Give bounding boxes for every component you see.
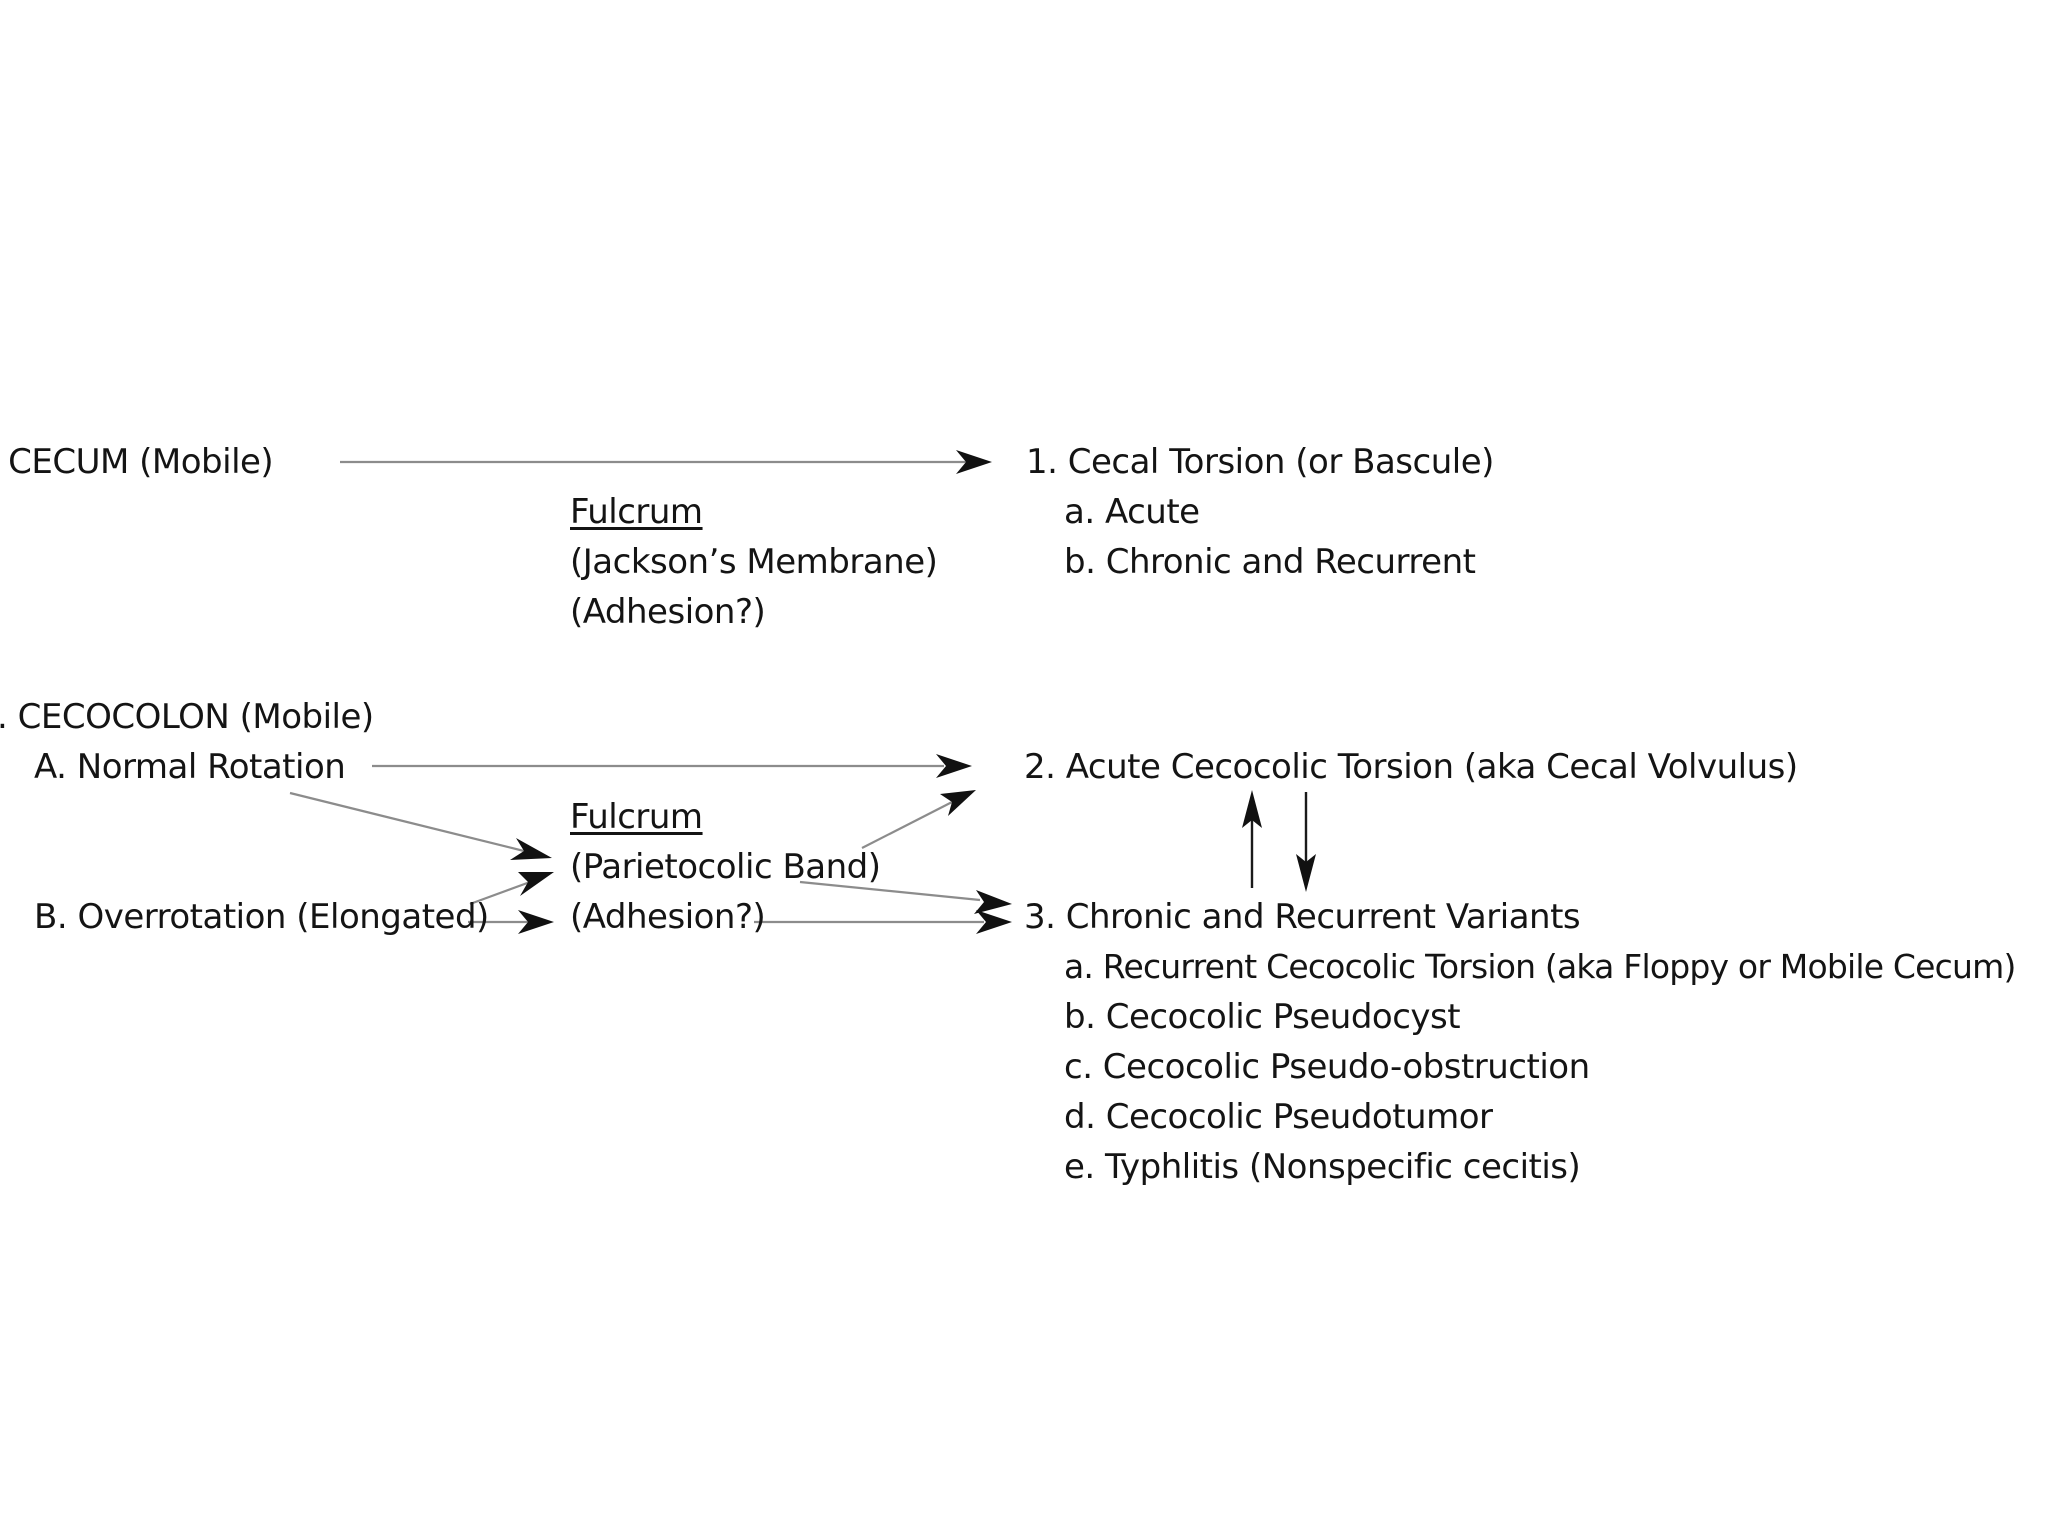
outcome-3-title: 3. Chronic and Recurrent Variants	[1024, 897, 1581, 937]
arrowhead-normal-to-fulcrum	[510, 838, 552, 860]
section-1-heading: I. CECUM (Mobile)	[0, 442, 274, 482]
section-2-heading: II. CECOCOLON (Mobile)	[0, 697, 374, 737]
fulcrum-1-line2: (Adhesion?)	[570, 592, 766, 632]
arrow-fulcrum-to-acute	[861, 799, 957, 849]
outcome-3-item-a: a. Recurrent Cecocolic Torsion (aka Flop…	[1064, 947, 2016, 986]
arrowhead-fulcrum-to-chronic-upper	[974, 890, 1012, 914]
outcome-3-item-e: e. Typhlitis (Nonspecific cecitis)	[1064, 1147, 1581, 1187]
arrowhead-acute-to-chronic	[1296, 854, 1316, 892]
outcome-1-item-b: b. Chronic and Recurrent	[1064, 542, 1476, 582]
fulcrum-2-line1: (Parietocolic Band)	[570, 847, 881, 887]
arrowhead-over-to-fulcrum-lower	[518, 910, 554, 934]
fulcrum-1-line1: (Jackson’s Membrane)	[570, 542, 938, 582]
overrotation-label: B. Overrotation (Elongated)	[34, 897, 489, 937]
arrowhead-fulcrum-to-chronic-lower	[976, 910, 1012, 934]
arrowhead-cecum-to-torsion	[956, 450, 992, 474]
arrowhead-over-to-fulcrum-upper	[518, 872, 554, 896]
outcome-2-title: 2. Acute Cecocolic Torsion (aka Cecal Vo…	[1024, 747, 1798, 787]
outcome-1-title: 1. Cecal Torsion (or Bascule)	[1026, 442, 1494, 482]
fulcrum-2-title: Fulcrum	[570, 797, 703, 837]
outcome-3-item-d: d. Cecocolic Pseudotumor	[1064, 1097, 1493, 1137]
arrow-normal-to-fulcrum	[289, 791, 529, 854]
normal-rotation-label: A. Normal Rotation	[34, 747, 346, 787]
outcome-3-item-b: b. Cecocolic Pseudocyst	[1064, 997, 1461, 1037]
arrowhead-fulcrum-to-acute	[940, 790, 976, 816]
outcome-1-item-a: a. Acute	[1064, 492, 1200, 532]
fulcrum-2-line2: (Adhesion?)	[570, 897, 766, 937]
outcome-3-item-c: c. Cecocolic Pseudo-obstruction	[1064, 1047, 1590, 1087]
arrowhead-chronic-to-acute	[1242, 790, 1262, 828]
fulcrum-1-title: Fulcrum	[570, 492, 703, 532]
arrowhead-normal-to-acute	[936, 754, 972, 778]
